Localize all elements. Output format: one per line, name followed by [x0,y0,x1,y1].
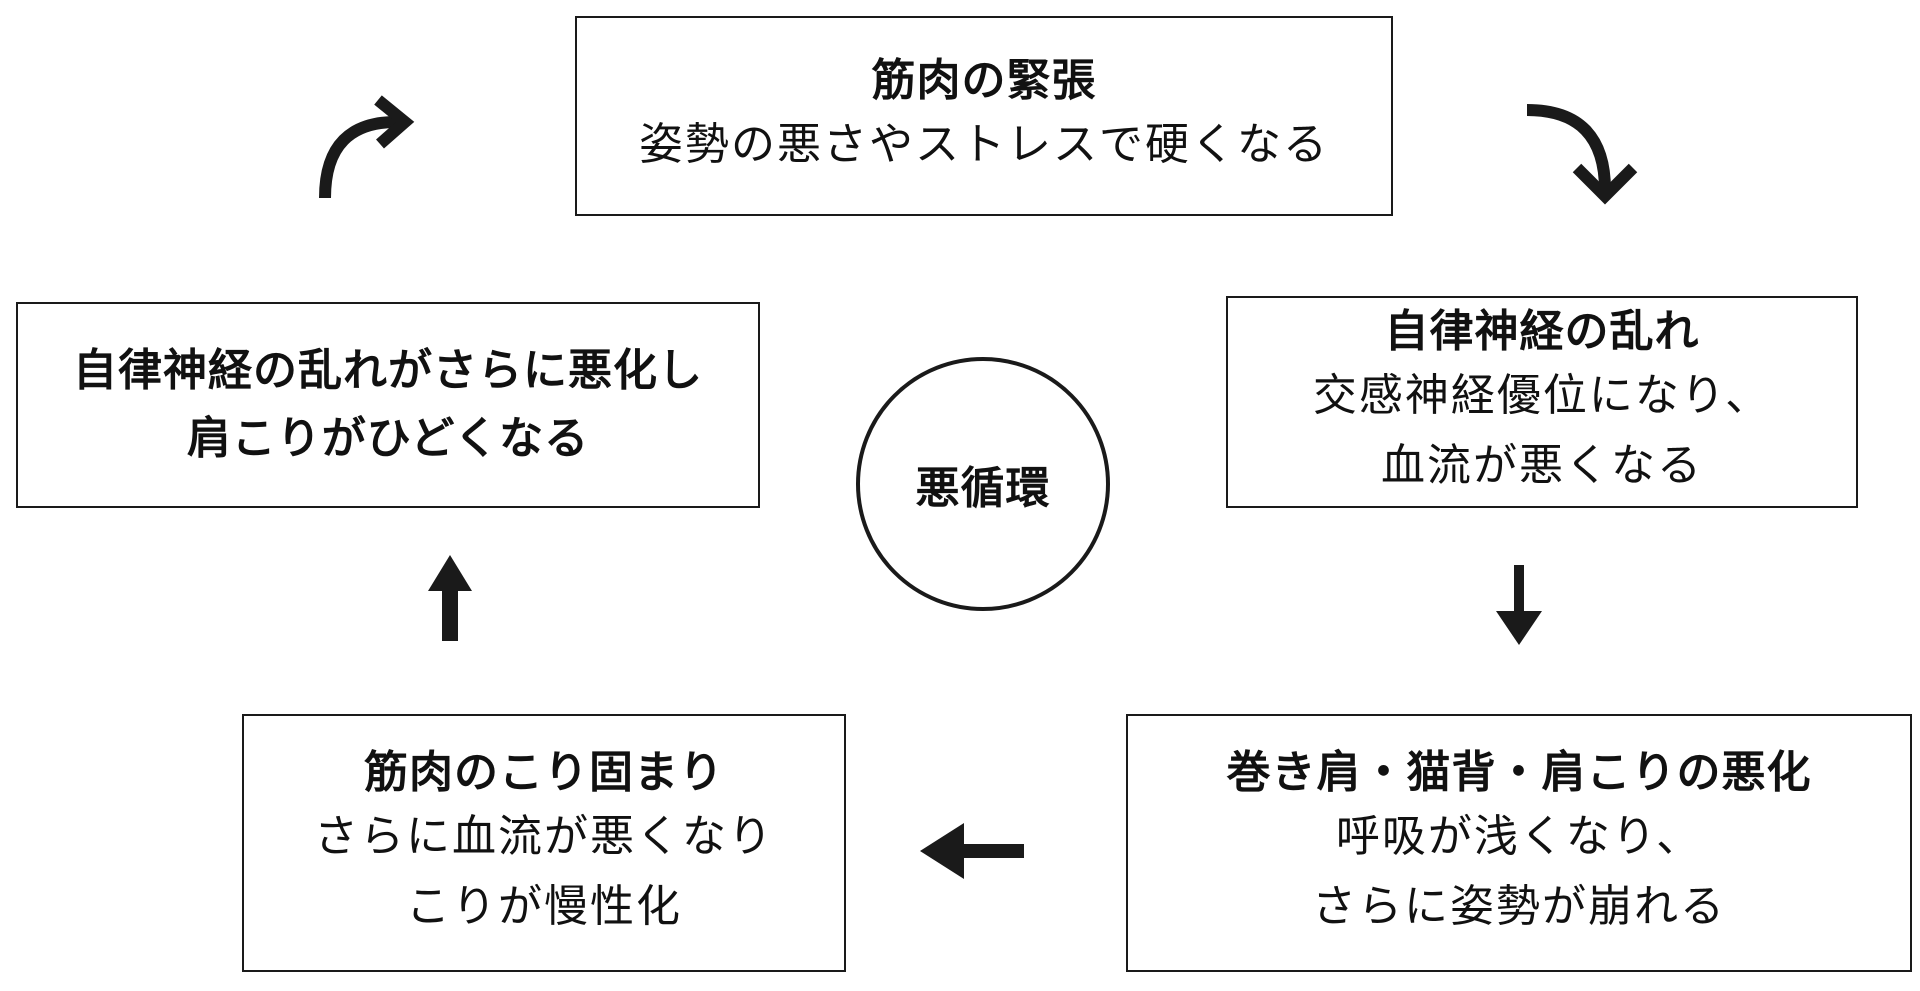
step-description: こりが慢性化 [406,881,682,933]
step-description: 呼吸が浅くなり、 [1335,810,1703,862]
step-description: 交感神経優位になり、 [1312,369,1772,421]
step-box-autonomic-disorder: 自律神経の乱れ 交感神経優位になり、 血流が悪くなる [1226,296,1858,508]
step-description: さらに血流が悪くなり [314,810,774,862]
arrow-left-icon [920,823,1024,879]
step-title: 巻き肩・猫背・肩こりの悪化 [1226,746,1812,798]
curved-arrow-up-right-icon [319,95,415,199]
step-description: 肩こりがひどくなる [186,413,590,464]
vicious-cycle-circle: 悪循環 [856,357,1110,611]
arrow-up-icon [428,555,472,641]
step-box-muscle-tension: 筋肉の緊張 姿勢の悪さやストレスで硬くなる [575,16,1393,216]
step-title: 自律神経の乱れ [1384,305,1700,357]
step-title: 筋肉の緊張 [871,54,1097,106]
step-box-posture-worsening: 巻き肩・猫背・肩こりの悪化 呼吸が浅くなり、 さらに姿勢が崩れる [1126,714,1912,972]
step-box-muscle-stiffening: 筋肉のこり固まり さらに血流が悪くなり こりが慢性化 [242,714,846,972]
curved-arrow-down-right-icon [1526,104,1638,205]
step-description: 血流が悪くなる [1381,440,1703,492]
vicious-cycle-label: 悪循環 [915,463,1051,514]
step-box-shoulder-stiffness-worse: 自律神経の乱れがさらに悪化し 肩こりがひどくなる [16,302,760,508]
arrow-down-icon [1496,565,1542,645]
step-title: 筋肉のこり固まり [364,746,724,798]
step-description: さらに姿勢が崩れる [1312,881,1726,933]
step-description: 自律神経の乱れがさらに悪化し [73,344,703,396]
step-description: 姿勢の悪さやストレスで硬くなる [639,118,1329,170]
